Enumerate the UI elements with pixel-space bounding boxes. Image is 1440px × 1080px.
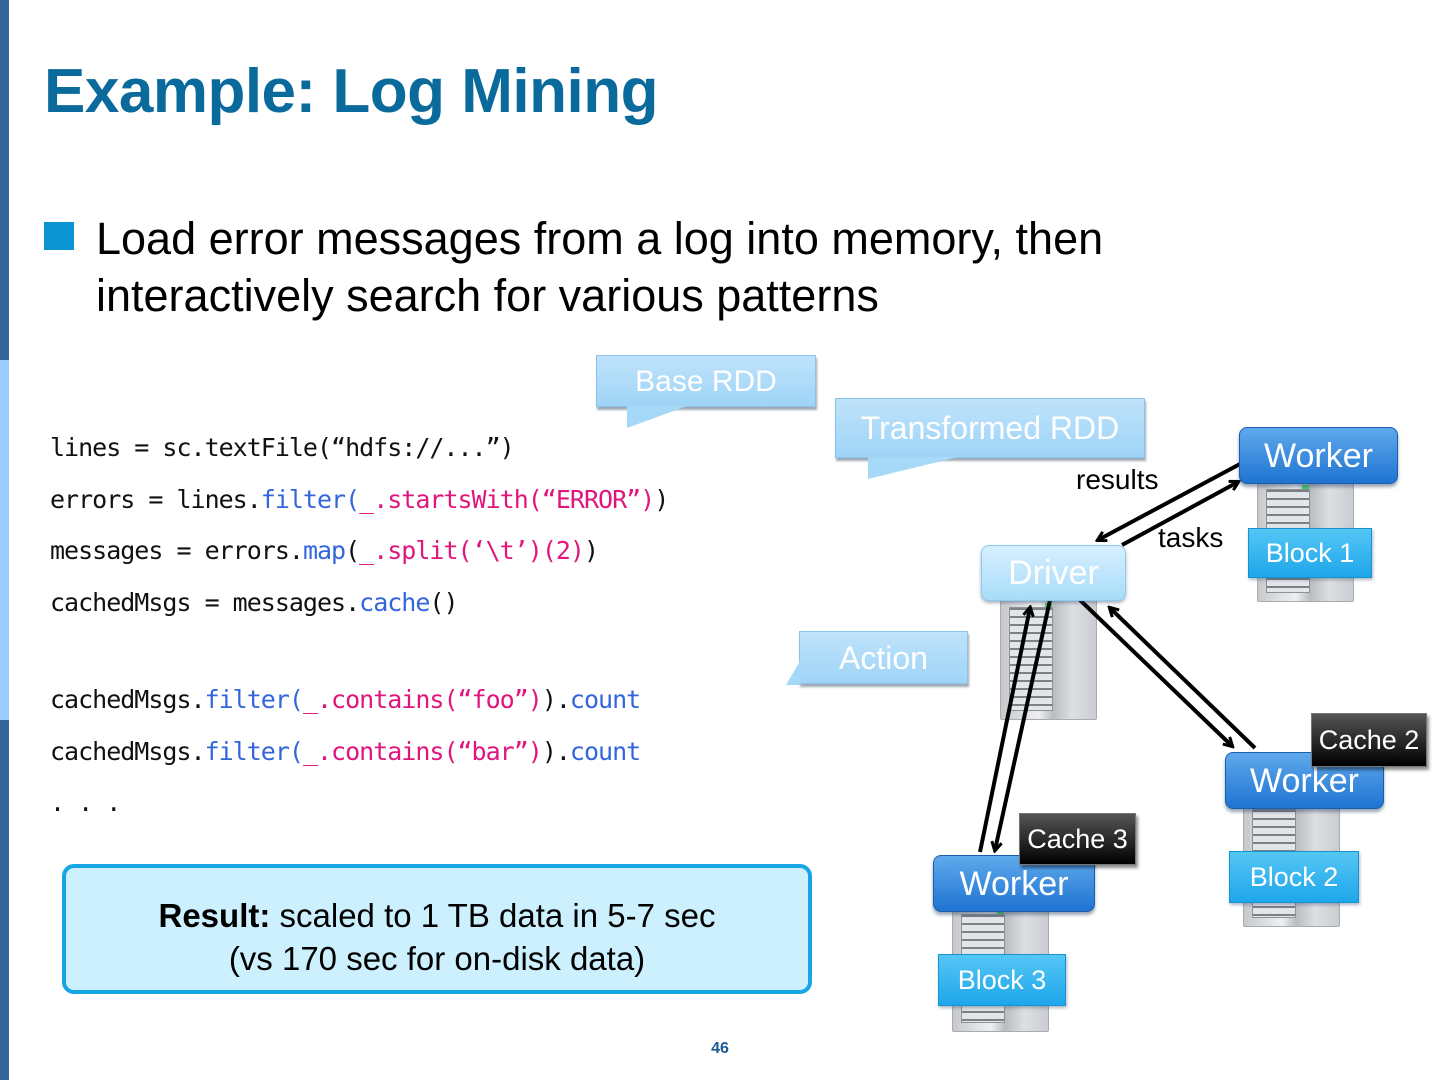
code-token: cachedMsgs = messages. [50,587,360,617]
code-token: cache [359,587,430,617]
code-line: errors = lines.filter(_.startsWith(“ERRO… [50,480,669,532]
cache3-badge: Cache 3 [1019,813,1136,865]
callout-action: Action [786,631,968,685]
code-line: cachedMsgs = messages.cache() [50,583,668,635]
bullet-square-icon [44,222,74,250]
code-line: . . . [50,783,668,835]
slide-title: Example: Log Mining [44,57,658,126]
callout-action-label: Action [839,640,928,676]
callout-base-rdd-label: Base RDD [635,365,777,398]
driver-server-icon [1000,598,1097,720]
callout-tail [627,406,687,428]
edge-bar-bottom [0,720,9,1080]
callout-tail [868,457,958,479]
code-token: map [302,536,346,565]
result-bold-label: Result: [158,897,271,934]
callout-transformed-rdd: Transformed RDD [835,398,1145,479]
arrow-tasks-worker3 [995,599,1052,850]
results-label: results [1076,464,1159,495]
driver-node: Driver [981,545,1126,601]
code-token: () [429,587,458,617]
tasks-label: tasks [1158,522,1224,553]
bullet-text: Load error messages from a log into memo… [96,213,1104,321]
block3-badge: Block 3 [938,954,1066,1006]
code-token: ). [541,685,571,714]
page-number: 46 [711,1040,729,1057]
edge-bar-middle [0,360,9,720]
callout-transformed-rdd-label: Transformed RDD [860,410,1120,446]
code-token: _.split(‘\t’)(2) [359,536,585,565]
code-token: _.contains(“bar”) [302,736,543,766]
result-box: Result: scaled to 1 TB data in 5-7 sec (… [62,864,812,994]
code-token: cachedMsgs. [50,685,206,714]
code-token: filter( [204,685,304,714]
code-token: cachedMsgs. [50,736,206,766]
code-line: cachedMsgs.filter(_.contains(“foo”)).cou… [50,680,668,732]
code-token: . . . [50,788,121,817]
code-token: _.startsWith(“ERROR”) [359,484,655,514]
callout-tail [786,661,800,685]
code-line: cachedMsgs.filter(_.contains(“bar”)).cou… [50,732,668,784]
result-line2: (vs 170 sec for on-disk data) [228,940,646,977]
code-token: messages = errors. [50,536,304,565]
code-token: errors = lines. [50,484,262,514]
code-block: lines = sc.textFile(“hdfs://...”) errors … [50,428,669,835]
code-token: filter( [204,736,304,766]
worker1-node: Worker [1239,427,1398,484]
arrow-results-worker2 [1110,608,1257,750]
code-token: lines = sc.textFile(“hdfs://...”) [50,433,515,462]
arrow-tasks-worker1 [1121,482,1238,547]
code-token: ) [654,484,669,514]
callout-base-rdd: Base RDD [596,355,816,428]
code-token: count [569,685,641,714]
result-line1: scaled to 1 TB data in 5-7 sec [270,897,716,934]
arrow-tasks-worker2 [1078,598,1232,746]
code-token: ( [345,536,360,565]
code-token: ). [541,736,571,766]
code-token: _.contains(“foo”) [302,685,543,714]
code-token: count [569,736,641,766]
code-line: messages = errors.map(_.split(‘\t’)(2)) [50,531,668,583]
edge-bar-top [0,0,9,360]
code-line: lines = sc.textFile(“hdfs://...”) [50,428,668,480]
block2-badge: Block 2 [1229,851,1359,903]
cache2-badge: Cache 2 [1311,713,1427,767]
block1-badge: Block 1 [1248,528,1372,578]
arrow-results-worker3 [978,608,1030,853]
arrow-results-worker1 [1098,462,1241,540]
code-token: filter( [260,484,360,514]
code-token: ) [583,536,599,565]
